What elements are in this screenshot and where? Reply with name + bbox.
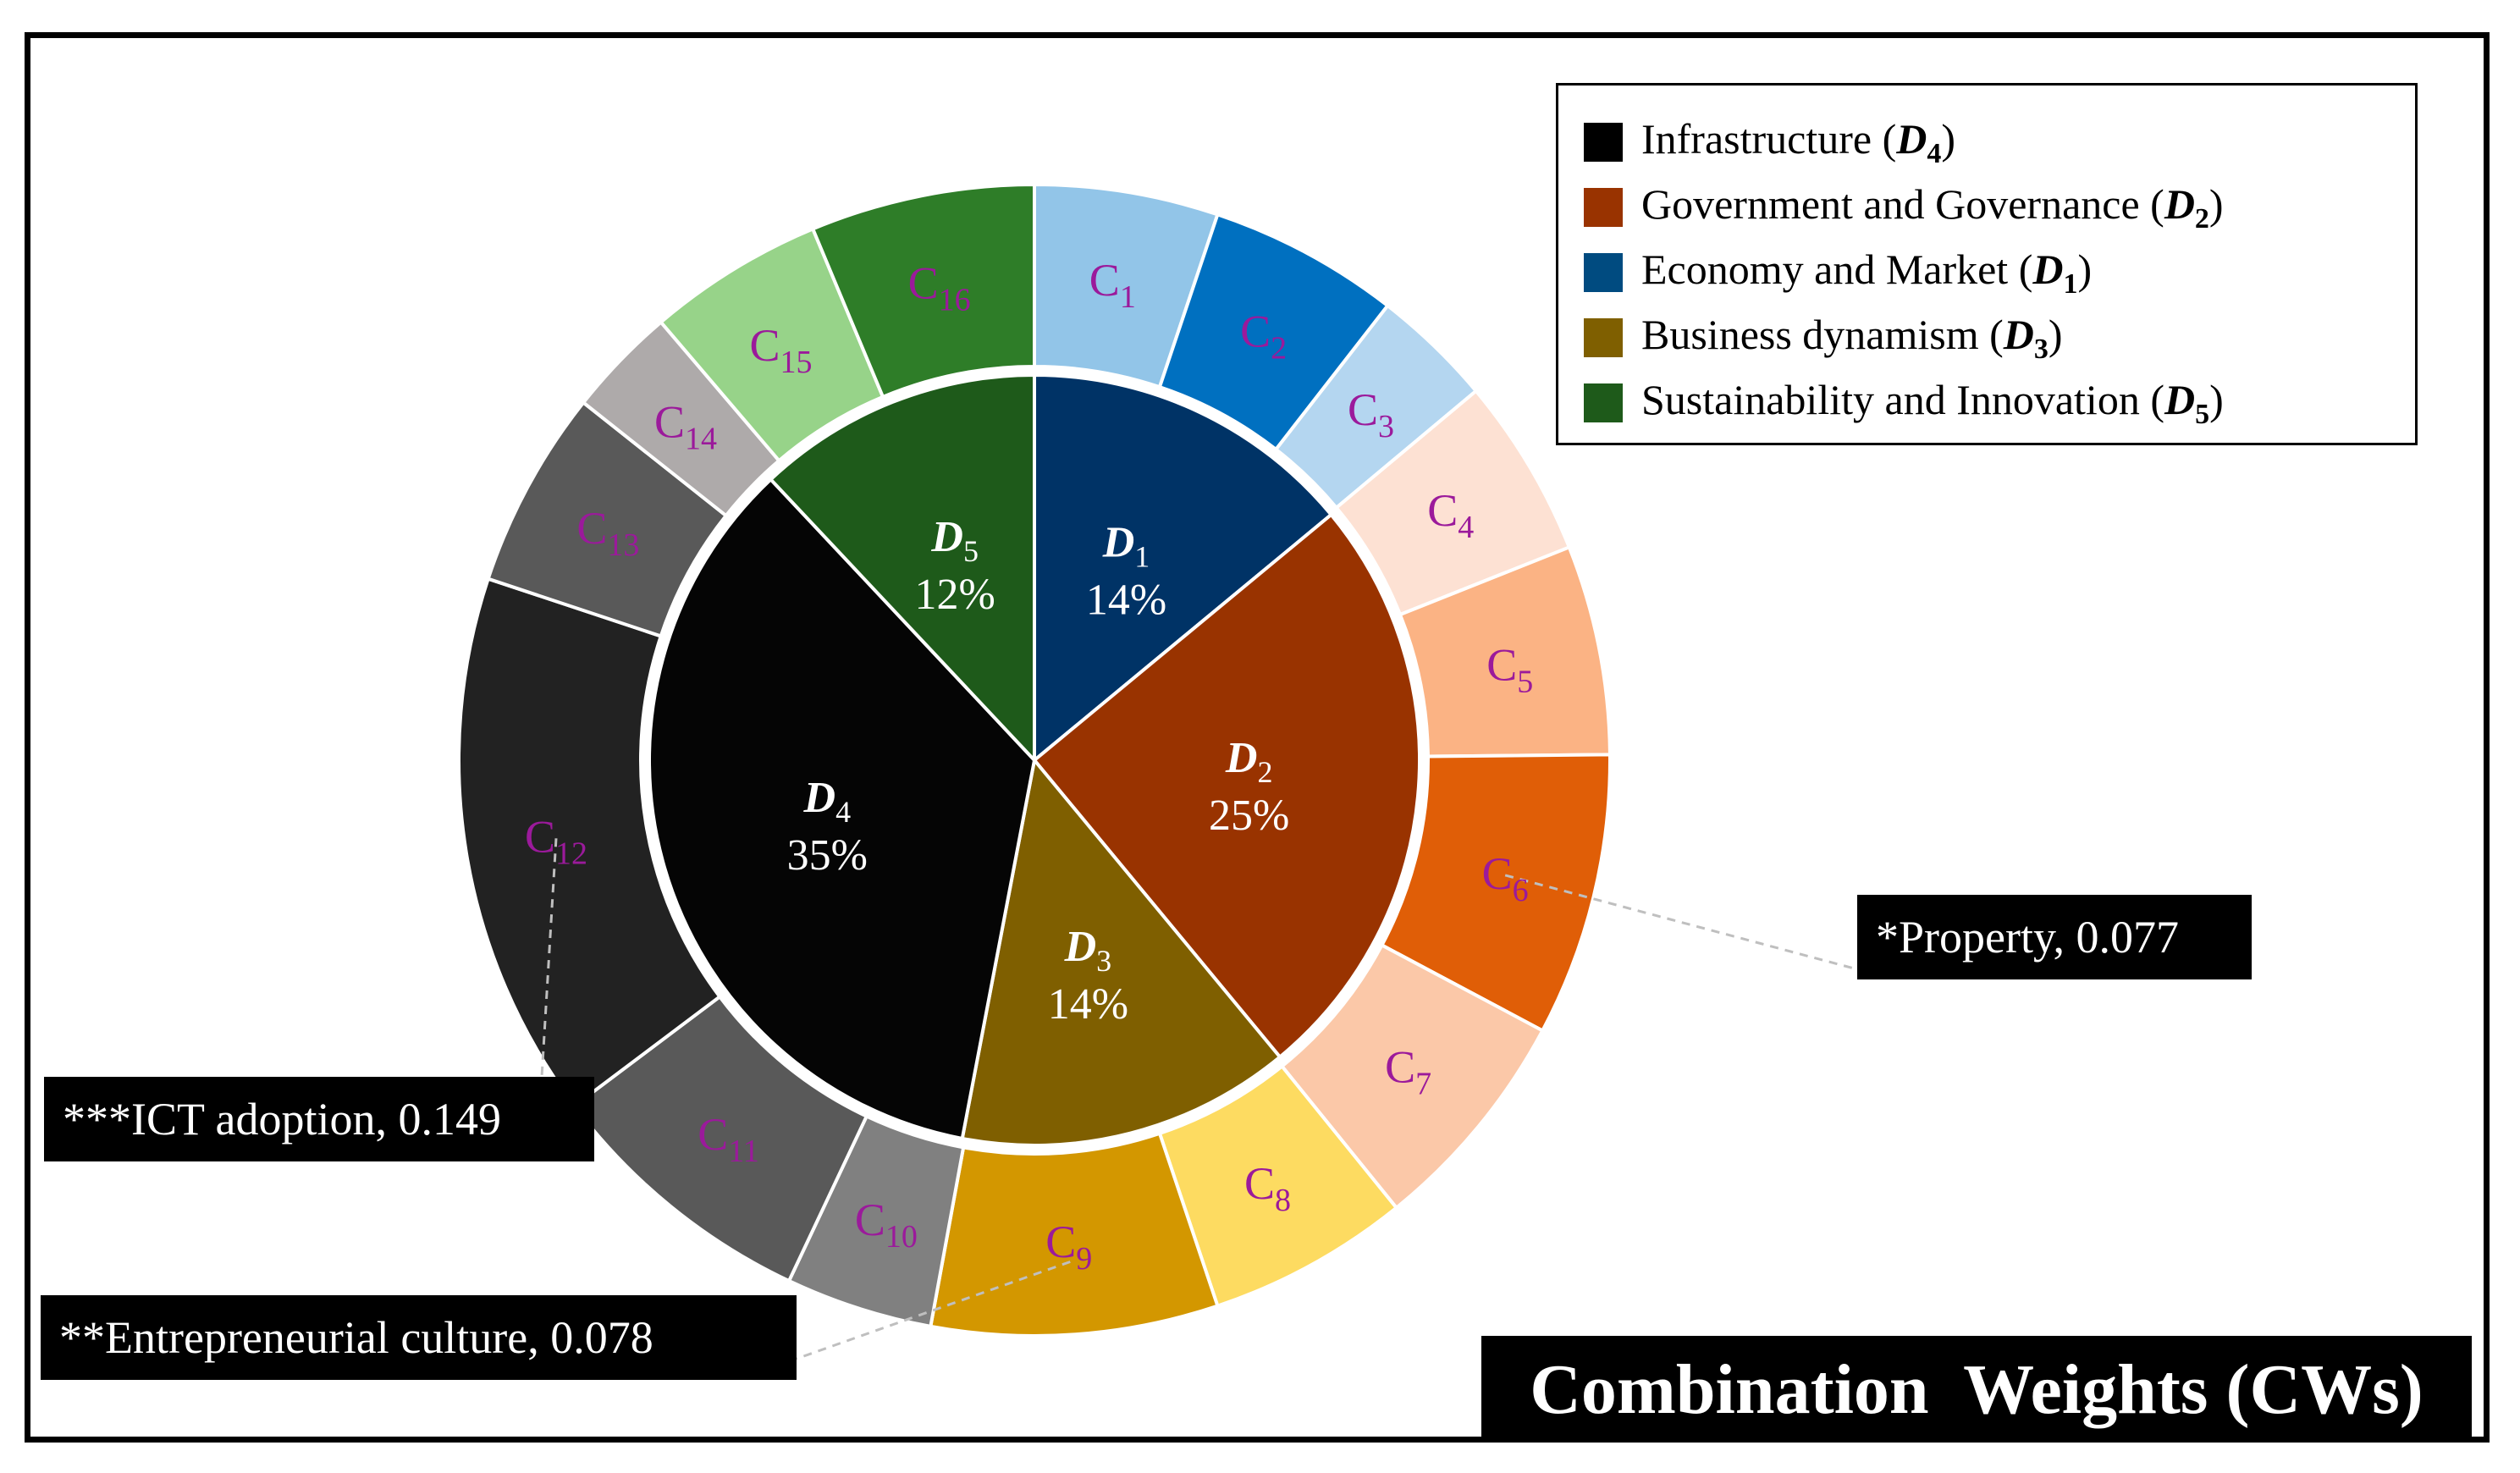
inner-label-d2: D2 — [1225, 734, 1273, 789]
legend-label: Economy and Market (D1) — [1641, 245, 2093, 300]
outer-label-c11: C11 — [698, 1109, 759, 1169]
outer-label-c14: C14 — [654, 396, 717, 456]
outer-label-c3: C3 — [1348, 384, 1394, 444]
ring-separator — [644, 370, 1425, 1150]
leader-line-ict — [540, 838, 558, 1078]
outer-ring — [457, 182, 1612, 1338]
inner-segment-d2 — [1032, 512, 1421, 1060]
outer-label-c12: C12 — [525, 811, 587, 871]
outer-label-c15: C15 — [749, 320, 812, 380]
inner-value-d4: 35% — [787, 831, 868, 880]
legend-swatch — [1584, 383, 1623, 422]
legend-swatch — [1584, 252, 1623, 292]
legend-item-d2: Government and Governance (D2) — [1584, 174, 2415, 240]
outer-label-c1: C1 — [1089, 255, 1136, 315]
outer-segment-c16 — [810, 182, 1036, 400]
chart-title: Combination Weights (CWs) — [1481, 1336, 2472, 1443]
outer-label-c13: C13 — [576, 503, 639, 563]
inner-label-d1: D1 — [1102, 518, 1150, 573]
legend: Infrastructure (D4) Government and Govern… — [1556, 83, 2418, 445]
outer-label-c4: C4 — [1427, 485, 1474, 545]
inner-label-d5: D5 — [930, 513, 979, 568]
inner-label-d4: D4 — [803, 774, 852, 829]
inner-segment-d1 — [1033, 372, 1334, 764]
legend-swatch — [1584, 187, 1623, 227]
callout-property: *Property, 0.077 — [1857, 895, 2252, 979]
callout-leader-lines — [540, 838, 1858, 1360]
legend-label: Sustainability and Innovation (D5) — [1641, 375, 2224, 430]
outer-label-c10: C10 — [855, 1194, 918, 1255]
legend-label: Business dynamism (D3) — [1641, 310, 2063, 365]
legend-swatch — [1584, 317, 1623, 357]
inner-value-d2: 25% — [1209, 792, 1289, 840]
outer-label-c7: C7 — [1385, 1041, 1431, 1101]
callout-entrepreneurial-culture: **Entrepreneurial culture, 0.078 — [41, 1295, 797, 1380]
inner-segment-d3 — [960, 756, 1282, 1147]
outer-label-c5: C5 — [1486, 639, 1533, 699]
inner-value-d5: 12% — [915, 571, 995, 619]
inner-ring — [644, 370, 1425, 1150]
legend-item-d5: Sustainability and Innovation (D5) — [1584, 370, 2415, 435]
outer-segment-c12 — [457, 577, 723, 1109]
inner-value-d3: 14% — [1048, 980, 1128, 1029]
legend-label: Infrastructure (D4) — [1641, 114, 1955, 169]
inner-value-d1: 14% — [1086, 576, 1166, 624]
legend-item-d3: Business dynamism (D3) — [1584, 305, 2415, 370]
outer-label-c16: C16 — [908, 258, 971, 318]
legend-label: Government and Governance (D2) — [1641, 179, 2224, 234]
outer-label-c6: C6 — [1482, 848, 1529, 908]
outer-label-c2: C2 — [1240, 306, 1287, 366]
outer-label-c9: C9 — [1045, 1216, 1092, 1277]
leader-line-entrepreneurial — [796, 1261, 1071, 1360]
outer-label-c8: C8 — [1244, 1158, 1291, 1218]
inner-segment-d4 — [648, 477, 1037, 1141]
legend-item-d4: Infrastructure (D4) — [1584, 109, 2415, 174]
legend-swatch — [1584, 122, 1623, 162]
callout-ict-adoption: ***ICT adoption, 0.149 — [44, 1077, 594, 1161]
legend-item-d1: Economy and Market (D1) — [1584, 240, 2415, 305]
inner-label-d3: D3 — [1064, 923, 1112, 978]
